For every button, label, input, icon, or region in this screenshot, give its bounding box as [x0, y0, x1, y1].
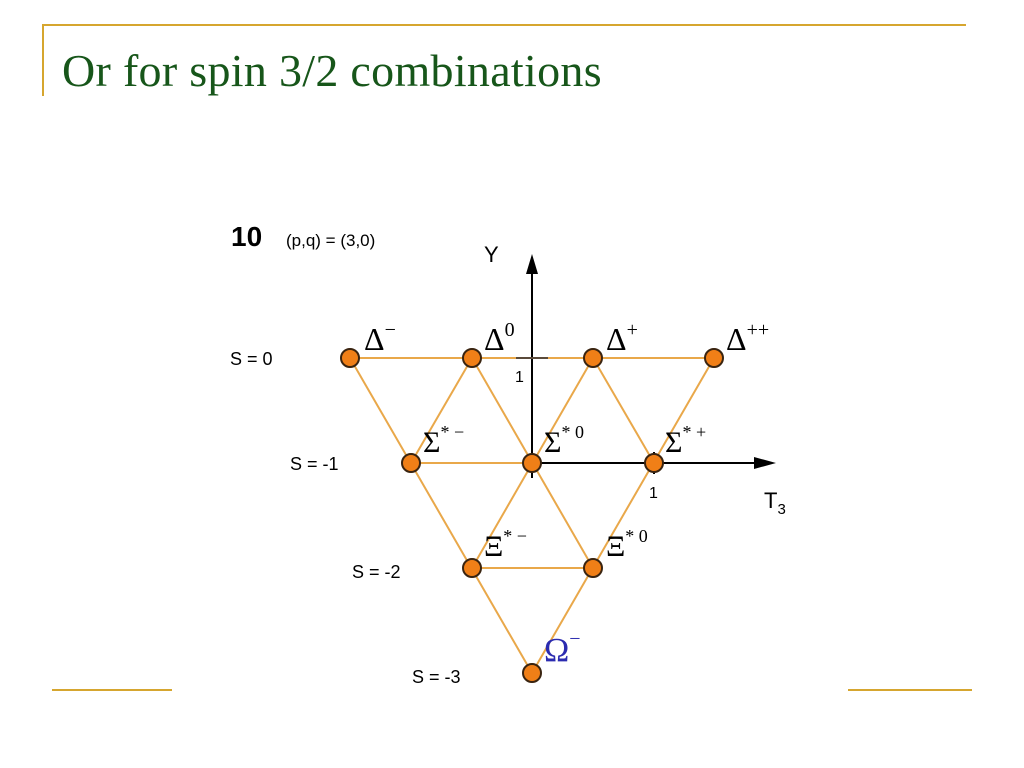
y-axis-label: Y	[484, 242, 499, 267]
particle-label-omega-minus: Ω−	[544, 628, 581, 669]
axes: Y T3 1 1	[484, 242, 786, 518]
particle-label-sigma-star-plus: Σ* +	[665, 422, 706, 459]
particle-label-sigma-star-zero: Σ* 0	[544, 422, 584, 459]
top-rule	[42, 24, 966, 26]
particle-nodes	[340, 348, 724, 683]
x-axis-arrow	[754, 457, 776, 469]
y-tick-label: 1	[515, 369, 524, 386]
bottom-rule-right	[848, 689, 972, 691]
particle-node-delta-plus	[583, 348, 603, 368]
slide-title: Or for spin 3/2 combinations	[62, 45, 602, 96]
strangeness-labels: S = 0 S = -1 S = -2 S = -3	[230, 349, 461, 687]
particle-label-xi-star-zero: Ξ* 0	[606, 526, 648, 563]
particle-node-xi-star-minus	[462, 558, 482, 578]
x-axis-label: T3	[764, 488, 786, 518]
edge	[592, 357, 655, 464]
strangeness-label: S = -1	[290, 454, 339, 474]
particle-node-delta-zero	[462, 348, 482, 368]
particle-label-delta-plus: Δ+	[606, 319, 638, 357]
particle-label-delta-minus: Δ−	[364, 319, 396, 357]
particle-node-delta-minus	[340, 348, 360, 368]
left-rule	[42, 24, 44, 96]
particle-label-delta-plusplus: Δ++	[726, 319, 769, 357]
strangeness-label: S = -3	[412, 667, 461, 687]
x-tick-label: 1	[649, 485, 658, 502]
particle-label-delta-zero: Δ0	[484, 319, 515, 357]
particle-node-sigma-star-plus	[644, 453, 664, 473]
bottom-rule-left	[52, 689, 172, 691]
multiplet-number: 10	[231, 221, 262, 252]
particle-node-sigma-star-zero	[522, 453, 542, 473]
strangeness-label: S = 0	[230, 349, 273, 369]
particle-labels: Δ− Δ0 Δ+ Δ++ Σ* − Σ* 0 Σ* + Ξ* − Ξ* 0 Ω−	[364, 319, 769, 669]
y-axis-arrow	[526, 254, 538, 274]
particle-node-omega-minus	[522, 663, 542, 683]
particle-node-delta-plusplus	[704, 348, 724, 368]
particle-node-sigma-star-minus	[401, 453, 421, 473]
particle-node-xi-star-zero	[583, 558, 603, 578]
edge	[531, 357, 715, 674]
particle-label-xi-star-minus: Ξ* −	[484, 526, 527, 563]
edge	[410, 357, 473, 464]
edge	[349, 357, 533, 674]
multiplet-pq: (p,q) = (3,0)	[286, 231, 375, 250]
particle-label-sigma-star-minus: Σ* −	[423, 422, 464, 459]
strangeness-label: S = -2	[352, 562, 401, 582]
multiplet-header: 10 (p,q) = (3,0)	[231, 221, 375, 252]
